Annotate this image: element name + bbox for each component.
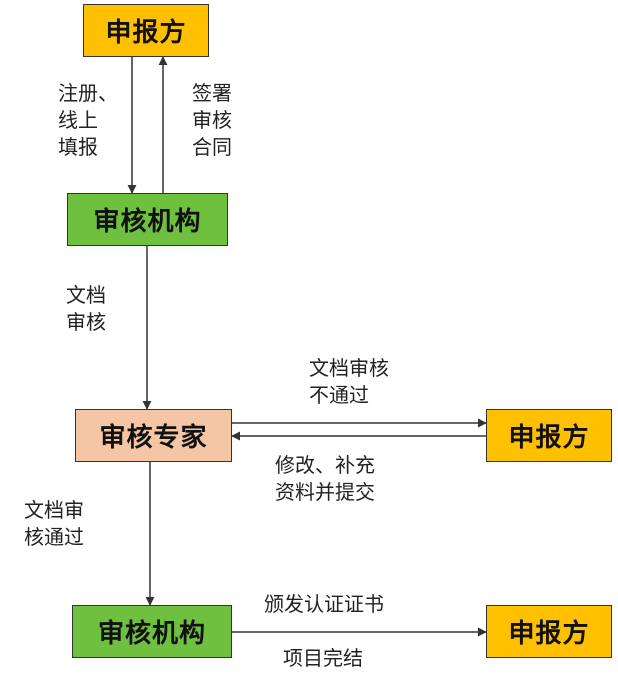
- label-project-done: 项目完结: [283, 646, 363, 670]
- label-sign-contract: 签署 审核 合同: [192, 81, 232, 159]
- label-revise-resubmit: 修改、补充 资料并提交: [275, 453, 375, 504]
- node-applicant-top: 申报方: [83, 4, 209, 57]
- node-institution-2: 审核机构: [72, 605, 232, 658]
- label-register: 注册、 线上 填报: [58, 81, 118, 159]
- node-applicant-mid: 申报方: [486, 409, 612, 462]
- node-applicant-bottom: 申报方: [486, 605, 612, 658]
- label-review-pass: 文档审 核通过: [24, 498, 84, 549]
- label-review-fail: 文档审核 不通过: [309, 356, 389, 407]
- label-doc-review: 文档 审核: [66, 283, 106, 334]
- label-issue-cert: 颁发认证证书: [264, 592, 384, 616]
- node-expert: 审核专家: [75, 409, 232, 462]
- node-institution-1: 审核机构: [67, 193, 228, 246]
